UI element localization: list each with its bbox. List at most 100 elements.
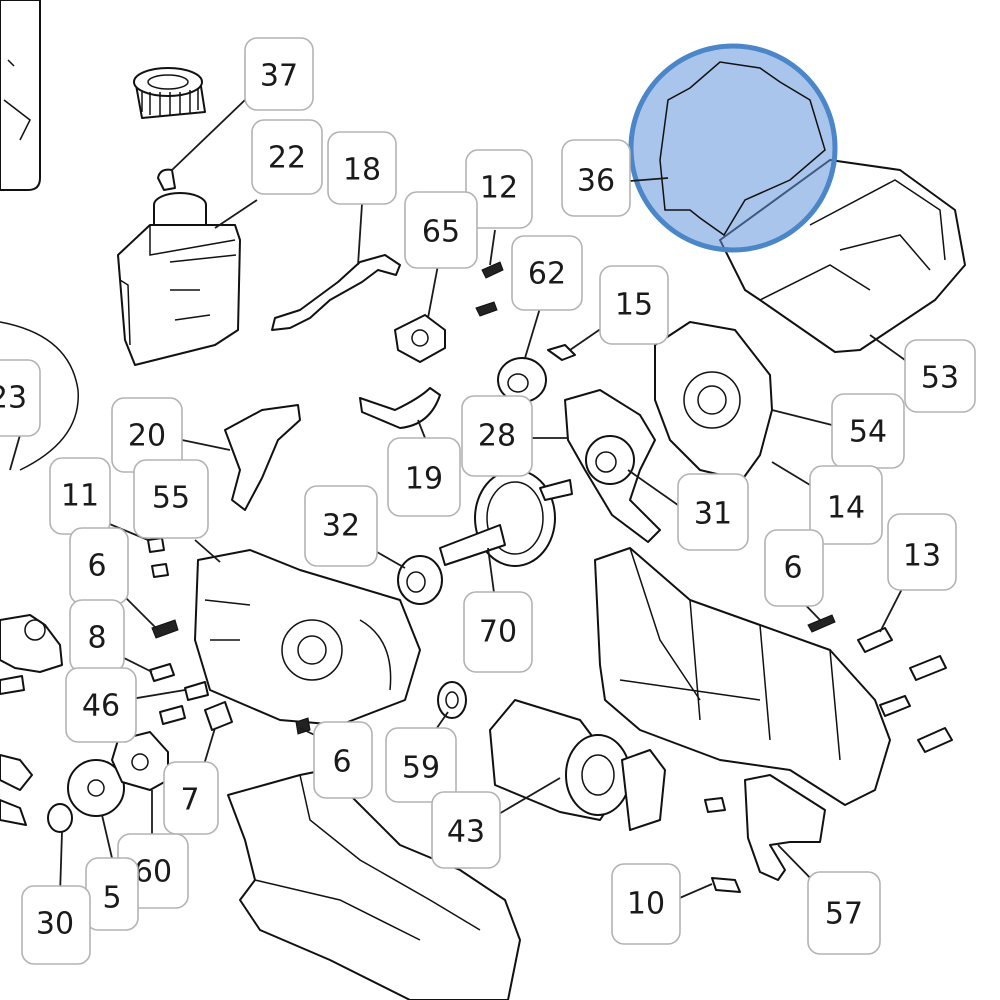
label-5: 5 xyxy=(85,857,139,931)
knob-part xyxy=(133,67,206,191)
label-43: 43 xyxy=(431,791,501,869)
gear-part-60 xyxy=(111,731,169,791)
label-text-36: 36 xyxy=(577,164,615,199)
label-59: 59 xyxy=(385,727,457,803)
screw-12-b xyxy=(475,301,498,317)
label-20: 20 xyxy=(111,397,183,473)
label-text-20: 20 xyxy=(128,419,166,454)
bolt-part-15 xyxy=(547,344,576,361)
highlight-circle-part-36 xyxy=(628,43,838,253)
right-housing-part xyxy=(594,547,891,806)
label-text-11: 11 xyxy=(61,479,99,514)
label-62: 62 xyxy=(511,235,583,311)
screw-part-11 xyxy=(147,537,165,553)
label-70: 70 xyxy=(463,591,533,673)
label-text-6-left: 6 xyxy=(87,549,106,584)
label-6-right: 6 xyxy=(764,529,824,607)
screw-near-10 xyxy=(704,797,726,813)
label-46: 46 xyxy=(65,667,137,743)
label-text-62: 62 xyxy=(528,257,566,292)
left-housing-fragment xyxy=(0,754,33,791)
screw-13-c xyxy=(879,695,911,717)
label-text-22: 22 xyxy=(268,141,306,176)
label-11: 11 xyxy=(49,457,111,535)
label-54: 54 xyxy=(831,393,905,469)
label-12: 12 xyxy=(465,149,533,229)
label-text-14: 14 xyxy=(827,491,865,526)
cover-plate-part-54 xyxy=(654,321,773,481)
small-part-65 xyxy=(394,314,446,363)
label-text-8: 8 xyxy=(87,621,106,656)
label-14: 14 xyxy=(809,465,883,545)
label-23: 23 xyxy=(0,359,41,437)
screw-part-6-center xyxy=(295,717,311,735)
label-6-center: 6 xyxy=(313,721,373,799)
left-gear-assembly xyxy=(0,614,63,673)
label-text-7: 7 xyxy=(180,783,199,818)
label-10: 10 xyxy=(611,863,681,945)
label-text-23: 23 xyxy=(0,381,27,416)
nut-part-7 xyxy=(204,701,233,731)
motor-part-43 xyxy=(489,699,666,831)
label-text-65: 65 xyxy=(422,215,460,250)
label-8: 8 xyxy=(69,599,125,673)
screw-part-46 xyxy=(184,681,209,701)
label-6-left: 6 xyxy=(69,527,129,605)
clip-part-30 xyxy=(47,803,73,833)
label-text-19: 19 xyxy=(405,462,443,497)
bearing-part-32 xyxy=(397,555,443,605)
screw-6-right xyxy=(807,614,836,633)
label-text-55: 55 xyxy=(152,481,190,516)
label-18: 18 xyxy=(327,131,397,205)
label-15: 15 xyxy=(599,265,669,345)
label-text-37: 37 xyxy=(260,59,298,94)
label-7: 7 xyxy=(163,761,219,835)
label-text-6-right: 6 xyxy=(783,551,802,586)
switch-housing-part xyxy=(117,192,241,366)
left-housing-outline xyxy=(0,321,79,471)
gear-part-59 xyxy=(437,681,467,719)
label-28: 28 xyxy=(461,395,533,477)
label-text-13: 13 xyxy=(903,539,941,574)
label-text-6-center: 6 xyxy=(332,745,351,780)
label-text-12: 12 xyxy=(480,171,518,206)
label-text-70: 70 xyxy=(479,615,517,650)
label-57: 57 xyxy=(807,871,881,955)
washer-part-5 xyxy=(67,759,125,817)
screw-part-10 xyxy=(711,877,741,893)
bearing-part-31 xyxy=(585,435,635,485)
bracket-part-20 xyxy=(224,404,301,511)
label-text-43: 43 xyxy=(447,815,485,850)
label-text-30: 30 xyxy=(36,907,74,942)
label-36: 36 xyxy=(561,139,631,217)
label-37: 37 xyxy=(244,37,314,111)
label-65: 65 xyxy=(404,191,478,269)
label-30: 30 xyxy=(21,885,91,965)
label-13: 13 xyxy=(887,513,957,591)
screw-12-a xyxy=(481,261,504,279)
label-19: 19 xyxy=(387,437,461,517)
label-text-53: 53 xyxy=(921,361,959,396)
label-22: 22 xyxy=(251,119,323,195)
plate-part-57 xyxy=(744,774,826,881)
label-text-5: 5 xyxy=(102,881,121,916)
label-32: 32 xyxy=(304,485,378,567)
pipe-part-19 xyxy=(359,387,441,429)
label-31: 31 xyxy=(677,473,749,551)
lever-part xyxy=(271,254,401,331)
label-text-59: 59 xyxy=(402,751,440,786)
label-55: 55 xyxy=(133,459,209,539)
label-text-31: 31 xyxy=(694,497,732,532)
screw-13-d xyxy=(917,727,953,753)
label-text-57: 57 xyxy=(825,897,863,932)
label-text-10: 10 xyxy=(627,887,665,922)
corner-panel xyxy=(0,0,41,191)
gearbox-part-55 xyxy=(194,549,421,726)
label-text-15: 15 xyxy=(615,288,653,323)
label-text-46: 46 xyxy=(82,689,120,724)
screw-13-a xyxy=(857,627,893,653)
screw-13-b xyxy=(909,655,947,681)
label-text-18: 18 xyxy=(343,153,381,188)
